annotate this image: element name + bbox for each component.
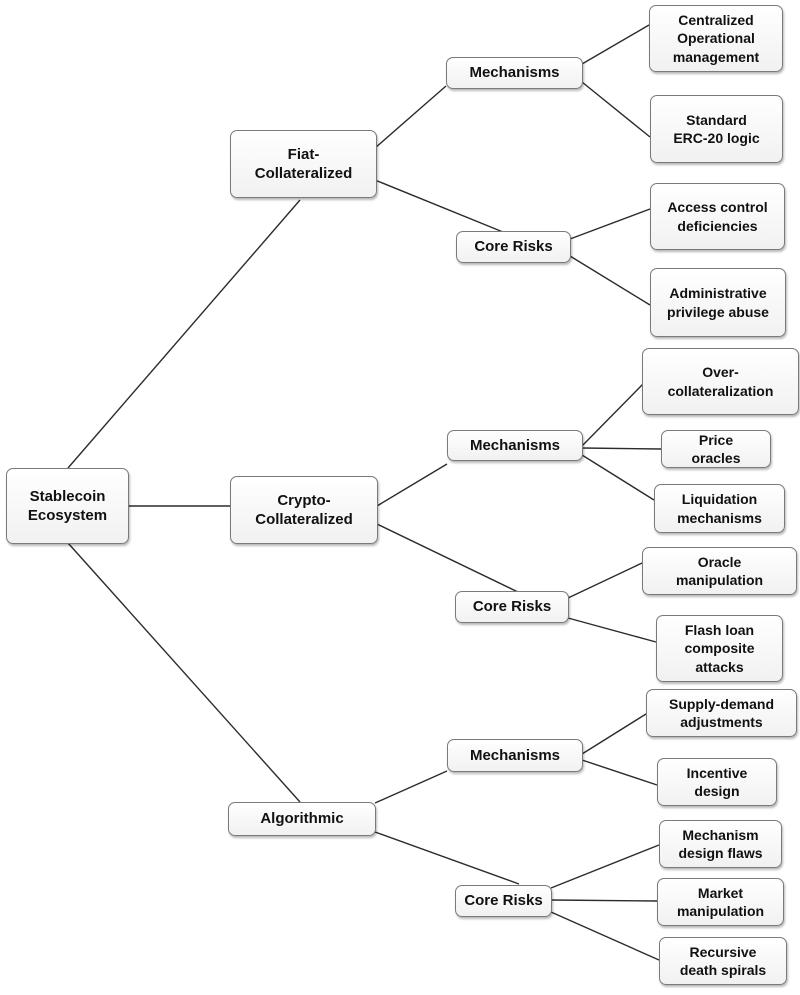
mechanisms-node-fiat: Mechanisms — [446, 57, 583, 89]
leaf-label: Liquidation mechanisms — [677, 491, 762, 526]
edge-fiat-core-risks — [374, 179, 504, 233]
edge-crypto-mech-leaf-1 — [581, 383, 644, 447]
edge-algo-core-risks — [374, 831, 520, 885]
category-label: Crypto- Collateralized — [255, 491, 353, 529]
edge-crypto-core-risks — [376, 523, 521, 594]
edge-algo-risk-leaf-3 — [550, 911, 660, 961]
edge-crypto-mech-leaf-2 — [581, 447, 662, 450]
core-risks-label: Core Risks — [472, 598, 552, 616]
core-risks-node-crypto: Core Risks — [455, 591, 569, 623]
leaf-node: Price oracles — [661, 430, 771, 468]
leaf-node: Centralized Operational management — [649, 5, 783, 72]
edge-algo-mech-leaf-1 — [581, 713, 647, 755]
core-risks-label: Core Risks — [474, 238, 553, 256]
core-risks-label: Core Risks — [464, 892, 543, 910]
edge-fiat-mech-leaf-1 — [581, 24, 650, 65]
leaf-label: Administrative privilege abuse — [667, 285, 769, 320]
leaf-node: Flash loan composite attacks — [656, 615, 783, 682]
leaf-label: Centralized Operational management — [672, 12, 760, 65]
leaf-node: Incentive design — [657, 758, 777, 806]
edge-crypto-risk-leaf-2 — [567, 617, 657, 643]
core-risks-node-algorithmic: Core Risks — [455, 885, 552, 917]
root-node: Stablecoin Ecosystem — [6, 468, 129, 544]
leaf-label: Flash loan composite attacks — [684, 622, 755, 675]
leaf-node: Standard ERC-20 logic — [650, 95, 783, 163]
mechanisms-label: Mechanisms — [469, 64, 560, 82]
leaf-node: Market manipulation — [657, 878, 784, 926]
leaf-node: Oracle manipulation — [642, 547, 797, 595]
leaf-label: Recursive death spirals — [679, 943, 767, 978]
category-label: Algorithmic — [260, 810, 344, 828]
edge-algo-risk-leaf-2 — [550, 899, 658, 902]
edge-fiat-mech-leaf-2 — [581, 81, 651, 138]
leaf-node: Supply-demand adjustments — [646, 689, 797, 737]
edge-algo-mechanisms — [374, 770, 448, 804]
category-label: Fiat- Collateralized — [254, 145, 353, 183]
leaf-label: Oracle manipulation — [675, 553, 764, 588]
leaf-label: Standard ERC-20 logic — [673, 111, 760, 146]
category-node-algorithmic: Algorithmic — [228, 802, 376, 836]
edge-algo-risk-leaf-1 — [550, 844, 660, 889]
leaf-label: Supply-demand adjustments — [668, 695, 774, 730]
leaf-label: Price oracles — [691, 431, 741, 466]
edge-algo-mech-leaf-2 — [581, 759, 658, 786]
leaf-node: Recursive death spirals — [659, 937, 787, 985]
leaf-label: Access control deficiencies — [667, 199, 768, 234]
mechanisms-node-crypto: Mechanisms — [447, 430, 583, 461]
leaf-node: Mechanism design flaws — [659, 820, 782, 868]
edge-fiat-risk-leaf-1 — [569, 208, 651, 240]
category-node-crypto: Crypto- Collateralized — [230, 476, 378, 544]
edge-root-fiat — [67, 199, 301, 469]
leaf-label: Market manipulation — [676, 884, 765, 919]
edge-crypto-risk-leaf-1 — [567, 562, 643, 599]
mechanisms-label: Mechanisms — [469, 746, 561, 764]
leaf-node: Administrative privilege abuse — [650, 268, 786, 337]
edge-crypto-mechanisms — [376, 463, 448, 507]
leaf-label: Mechanism design flaws — [678, 826, 763, 861]
leaf-node: Access control deficiencies — [650, 183, 785, 250]
root-node-label: Stablecoin Ecosystem — [27, 487, 108, 525]
edge-root-algorithmic — [67, 542, 301, 803]
category-node-fiat: Fiat- Collateralized — [230, 130, 377, 198]
leaf-label: Over- collateralization — [667, 364, 774, 399]
edge-crypto-mech-leaf-3 — [581, 454, 655, 501]
leaf-node: Over- collateralization — [642, 348, 799, 415]
leaf-node: Liquidation mechanisms — [654, 484, 785, 533]
mechanisms-label: Mechanisms — [469, 436, 561, 454]
leaf-label: Incentive design — [686, 764, 748, 799]
edge-fiat-risk-leaf-2 — [569, 255, 651, 306]
core-risks-node-fiat: Core Risks — [456, 231, 571, 263]
edge-fiat-mechanisms — [374, 85, 447, 149]
mechanisms-node-algorithmic: Mechanisms — [447, 739, 583, 772]
